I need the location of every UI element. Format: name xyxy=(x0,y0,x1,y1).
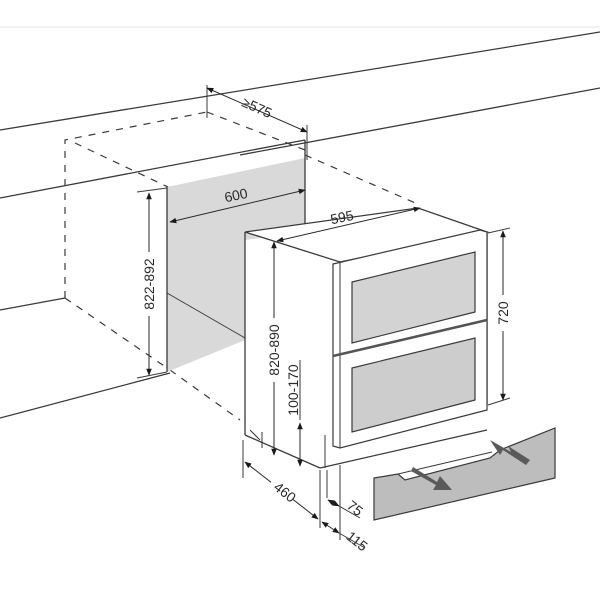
countertop-lines xyxy=(0,31,600,419)
dim-niche-height: 822-892 xyxy=(136,187,168,379)
dim-overall-height: 820-890 xyxy=(266,241,282,456)
label-niche-depth: ≥575 xyxy=(240,94,275,121)
lower-drawer-glass xyxy=(351,337,476,433)
label-appliance-height: 720 xyxy=(495,301,511,325)
plinth-direction-arrows xyxy=(411,440,530,490)
niche-cavity xyxy=(166,140,306,372)
arrow-in-icon xyxy=(490,440,530,465)
dim-plinth-depth: 115 xyxy=(321,521,371,554)
label-niche-height: 822-892 xyxy=(141,258,157,310)
dim-appliance-depth: 460 xyxy=(242,440,321,528)
label-plinth-height: 100-170 xyxy=(285,364,301,416)
dim-appliance-width: 595 xyxy=(276,206,421,243)
label-plinth-depth: 115 xyxy=(343,528,371,554)
dim-appliance-height: 720 xyxy=(487,227,511,406)
dim-niche-width: 600 xyxy=(169,185,306,224)
label-niche-width: 600 xyxy=(223,185,249,206)
upper-drawer-glass xyxy=(351,251,476,344)
arrow-out-icon xyxy=(411,467,452,490)
label-appliance-width: 595 xyxy=(329,207,355,228)
dim-plinth-height: 100-170 xyxy=(285,360,303,467)
label-plinth-setback: 75 xyxy=(344,497,366,519)
plinth-panel xyxy=(373,427,556,521)
label-overall-height: 820-890 xyxy=(266,324,282,376)
